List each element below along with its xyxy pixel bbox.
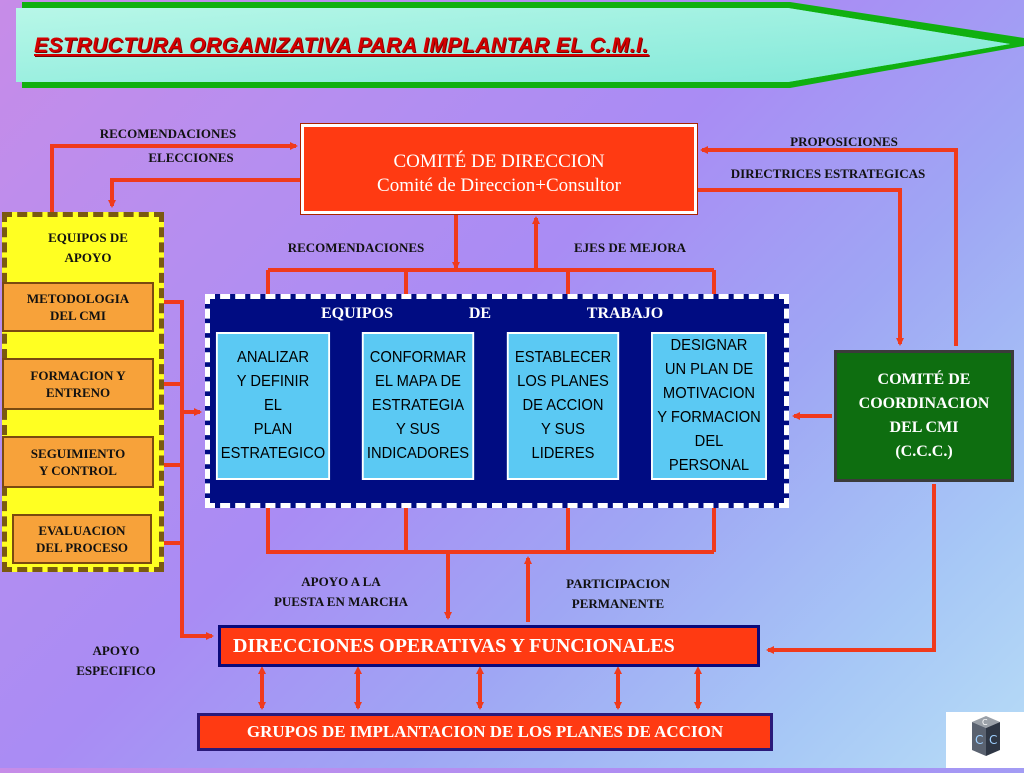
label-recomendaciones-mid: RECOMENDACIONES [287, 240, 425, 255]
logo-letter-right: C [989, 733, 997, 747]
logo: C C C [946, 712, 1024, 768]
task-conformar: CONFORMAR EL MAPA DE ESTRATEGIA Y SUS IN… [361, 332, 475, 480]
task-analizar: ANALIZAR Y DEFINIR EL PLAN ESTRATEGICO [215, 332, 331, 480]
label-apoyo-especifico: APOYO ESPECIFICO [76, 643, 156, 678]
label-apoyo-puesta-en-marcha: APOYO A LA PUESTA EN MARCHA [273, 574, 409, 609]
label-participacion: PARTICIPACION PERMANENTE [566, 576, 670, 611]
implementation-groups-box: GRUPOS DE IMPLANTACION DE LOS PLANES DE … [197, 713, 773, 751]
support-heading: EQUIPOS DE APOYO [48, 230, 128, 265]
committee-title: COMITÉ DE DIRECCION [393, 151, 605, 172]
title-banner [16, 2, 1024, 88]
task-designar: DESIGNAR UN PLAN DE MOTIVACION Y FORMACI… [651, 332, 767, 480]
page-title: ESTRUCTURA ORGANIZATIVA PARA IMPLANTAR E… [34, 34, 649, 57]
label-ejes-mejora: EJES DE MEJORA [574, 240, 686, 255]
cube-logo-icon: C C C [972, 716, 1000, 756]
work-teams-heading-trabajo: TRABAJO [586, 305, 664, 322]
steering-committee-box: COMITÉ DE DIRECCION Comité de Direccion+… [300, 123, 698, 215]
operations-directions-box: DIRECCIONES OPERATIVAS Y FUNCIONALES [218, 625, 760, 667]
label-recomendaciones-top: RECOMENDACIONES [99, 126, 237, 141]
task-establecer: ESTABLECER LOS PLANES DE ACCION Y SUS LI… [506, 332, 620, 480]
work-teams-heading-de: DE [468, 305, 492, 322]
support-item-formacion: FORMACION Y ENTRENO [2, 358, 154, 410]
label-proposiciones: PROPOSICIONES [790, 134, 898, 149]
coordination-committee-box: COMITÉ DE COORDINACION DEL CMI (C.C.C.) [834, 350, 1014, 482]
logo-letter-top: C [982, 718, 988, 727]
support-item-seguimiento: SEGUIMIENTO Y CONTROL [2, 436, 154, 488]
support-item-evaluacion: EVALUACION DEL PROCESO [12, 514, 152, 564]
label-directrices: DIRECTRICES ESTRATEGICAS [730, 166, 926, 181]
support-item-metodologia: METODOLOGIA DEL CMI [2, 282, 154, 332]
label-elecciones: ELECCIONES [148, 150, 234, 165]
work-teams-heading-equipos: EQUIPOS [320, 305, 393, 322]
committee-subtitle: Comité de Direccion+Consultor [377, 175, 621, 196]
logo-letter-left: C [975, 733, 983, 747]
